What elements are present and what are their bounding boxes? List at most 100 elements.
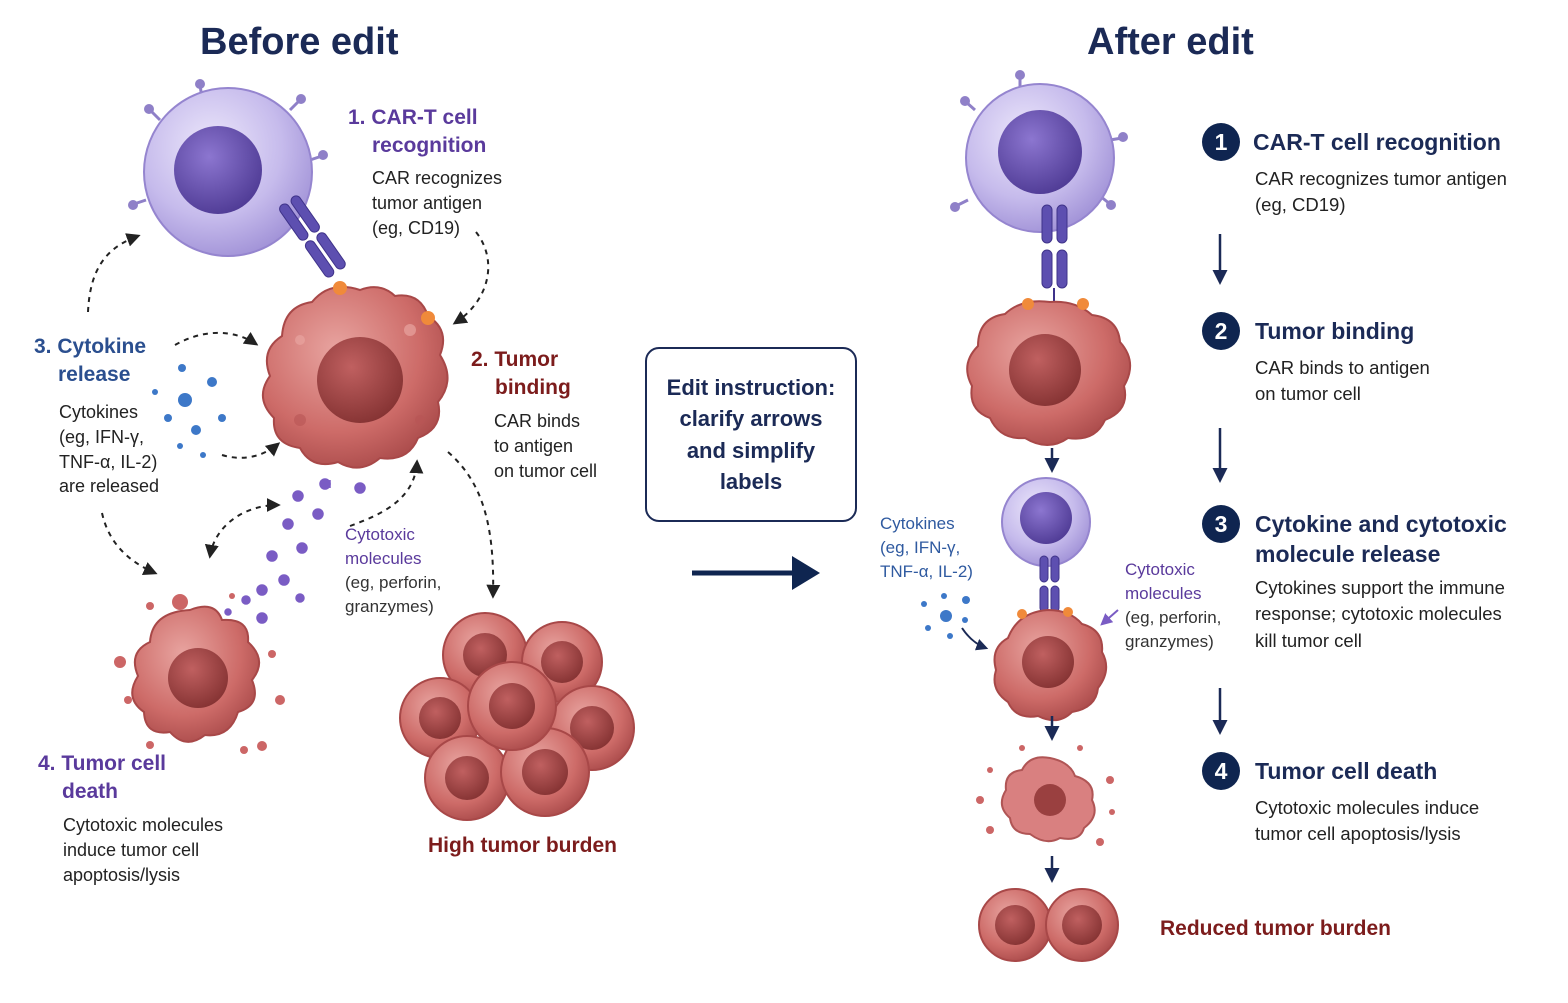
before-tumor-cell <box>262 281 449 469</box>
before-step4-title-l1: Tumor cell <box>61 752 166 775</box>
desc-line: Cytokines support the immune <box>1255 577 1505 598</box>
desc-line: Cytokines <box>59 402 139 422</box>
after-dying-tumor-cell <box>976 745 1115 846</box>
desc-line: CAR recognizes <box>372 168 503 188</box>
before-step1-title-l2: recognition <box>372 133 487 157</box>
label-line: Cytotoxic <box>1125 560 1195 579</box>
desc-line: kill tumor cell <box>1255 629 1362 651</box>
before-step4-label: 4. Tumor cell death <box>38 750 166 806</box>
desc-line: (eg, IFN-γ, <box>59 426 145 447</box>
instruction-line: and simplify <box>686 437 816 463</box>
after-cytokine-arrow <box>961 627 989 651</box>
before-step2-num: 2. <box>471 348 489 371</box>
desc-line: (eg, CD19) <box>372 217 461 238</box>
after-step3-desc: Cytokines support the immune response; c… <box>1255 575 1505 654</box>
before-cytotoxic-molecules <box>224 478 366 624</box>
after-cytotoxic-arrow <box>1100 609 1119 626</box>
after-step1-title: CAR-T cell recognition <box>1253 129 1501 155</box>
before-step3-title-l2: release <box>58 362 131 386</box>
before-step2-title-l1: Tumor <box>494 348 559 371</box>
before-step4-desc: Cytotoxic molecules induce tumor cell ap… <box>63 813 223 887</box>
before-step2-desc: CAR binds to antigen on tumor cell <box>494 409 597 483</box>
before-step3-desc: Cytokines (eg, IFN-γ, TNF-α, IL-2) are r… <box>59 400 159 499</box>
desc-line: response; cytotoxic molecules <box>1255 603 1502 625</box>
before-dashed-arrows <box>87 231 501 599</box>
desc-line: CAR binds <box>494 411 581 431</box>
edit-instruction-box: Edit instruction: clarify arrows and sim… <box>645 347 857 522</box>
before-cytotoxic-desc: (eg, perforin, granzymes) <box>345 571 441 619</box>
before-tumor-cluster <box>399 612 635 821</box>
label-line: TNF-α, IL-2) <box>880 561 973 581</box>
step2-badge: 2 <box>1202 312 1240 350</box>
before-step3-label: 3. Cytokine release <box>34 333 146 389</box>
after-car-t-cell <box>950 70 1128 318</box>
before-step3-title-l1: Cytokine <box>57 335 147 358</box>
before-cytotoxic-title: Cytotoxic molecules <box>345 523 422 571</box>
label-line: molecules <box>1125 583 1202 603</box>
label-line: (eg, perforin, <box>1125 608 1222 627</box>
desc-line: on tumor cell <box>1255 383 1361 405</box>
desc-line: Cytotoxic molecules induce <box>1255 797 1480 818</box>
label-line: Cytotoxic <box>345 525 415 544</box>
title-line: molecule release <box>1255 540 1441 567</box>
after-step4-title: Tumor cell death <box>1255 758 1438 784</box>
desc-line: apoptosis/lysis <box>63 864 181 885</box>
before-step4-title-l2: death <box>62 779 119 803</box>
desc-line: on tumor cell <box>494 460 598 481</box>
before-burden-label: High tumor burden <box>428 834 617 857</box>
desc-line: Cytotoxic molecules <box>63 815 224 835</box>
after-cytotoxic-desc: (eg, perforin, granzymes) <box>1125 606 1221 654</box>
after-cytokines-label: Cytokines (eg, IFN-γ, TNF-α, IL-2) <box>880 512 973 583</box>
desc-line: (eg, CD19) <box>1255 194 1346 216</box>
before-step1-num: 1. <box>348 106 366 129</box>
label-line: granzymes) <box>345 596 434 616</box>
desc-line: TNF-α, IL-2) <box>59 451 158 472</box>
after-step2-desc: CAR binds to antigen on tumor cell <box>1255 355 1430 408</box>
label-line: granzymes) <box>1125 631 1214 651</box>
before-cytokine-dots <box>152 364 226 458</box>
edit-instruction-text: Edit instruction: clarify arrows and sim… <box>661 372 841 497</box>
before-car-t-cell <box>128 79 346 278</box>
edit-arrow <box>692 556 820 590</box>
desc-line: CAR recognizes tumor antigen <box>1255 168 1507 189</box>
desc-line: induce tumor cell <box>63 839 200 860</box>
before-step3-num: 3. <box>34 335 52 358</box>
after-heading: After edit <box>1087 21 1254 63</box>
after-car-t-cell-small <box>1001 477 1091 613</box>
desc-line: are released <box>59 476 160 497</box>
label-line: molecules <box>345 548 422 568</box>
after-tumor-cell-bound <box>966 298 1131 446</box>
after-step2-title: Tumor binding <box>1255 318 1415 344</box>
after-burden-label: Reduced tumor burden <box>1160 917 1392 940</box>
after-tumor-cell-attacked <box>993 607 1108 722</box>
step4-badge: 4 <box>1202 752 1240 790</box>
before-step4-num: 4. <box>38 752 56 775</box>
after-step3-title: Cytokine and cytotoxic molecule release <box>1255 510 1507 570</box>
desc-line: tumor antigen <box>372 192 483 213</box>
after-flow-arrows <box>1044 234 1228 883</box>
instruction-line: Edit instruction: <box>666 375 836 401</box>
title-line: Cytokine and cytotoxic <box>1255 511 1507 537</box>
after-step4-desc: Cytotoxic molecules induce tumor cell ap… <box>1255 795 1479 848</box>
desc-line: CAR binds to antigen <box>1255 357 1430 378</box>
label-line: (eg, perforin, <box>345 573 442 592</box>
after-cytokine-dots <box>921 593 970 639</box>
before-step1-label: 1. CAR-T cell recognition <box>348 104 486 160</box>
before-step2-title-l2: binding <box>495 375 571 399</box>
instruction-line: labels <box>719 468 783 494</box>
before-dying-tumor-cell <box>114 593 285 754</box>
after-step1-desc: CAR recognizes tumor antigen (eg, CD19) <box>1255 166 1507 219</box>
before-step1-title-l1: CAR-T cell <box>371 106 478 129</box>
step3-badge: 3 <box>1202 505 1240 543</box>
before-step2-label: 2. Tumor binding <box>471 346 571 402</box>
desc-line: tumor cell apoptosis/lysis <box>1255 823 1461 845</box>
desc-line: to antigen <box>494 435 574 456</box>
label-line: (eg, IFN-γ, <box>880 537 961 557</box>
step1-badge: 1 <box>1202 123 1240 161</box>
before-heading: Before edit <box>200 21 399 63</box>
label-line: Cytokines <box>880 514 955 533</box>
before-step1-desc: CAR recognizes tumor antigen (eg, CD19) <box>372 166 502 240</box>
instruction-line: clarify arrows <box>679 406 823 432</box>
after-reduced-tumor <box>978 888 1119 962</box>
